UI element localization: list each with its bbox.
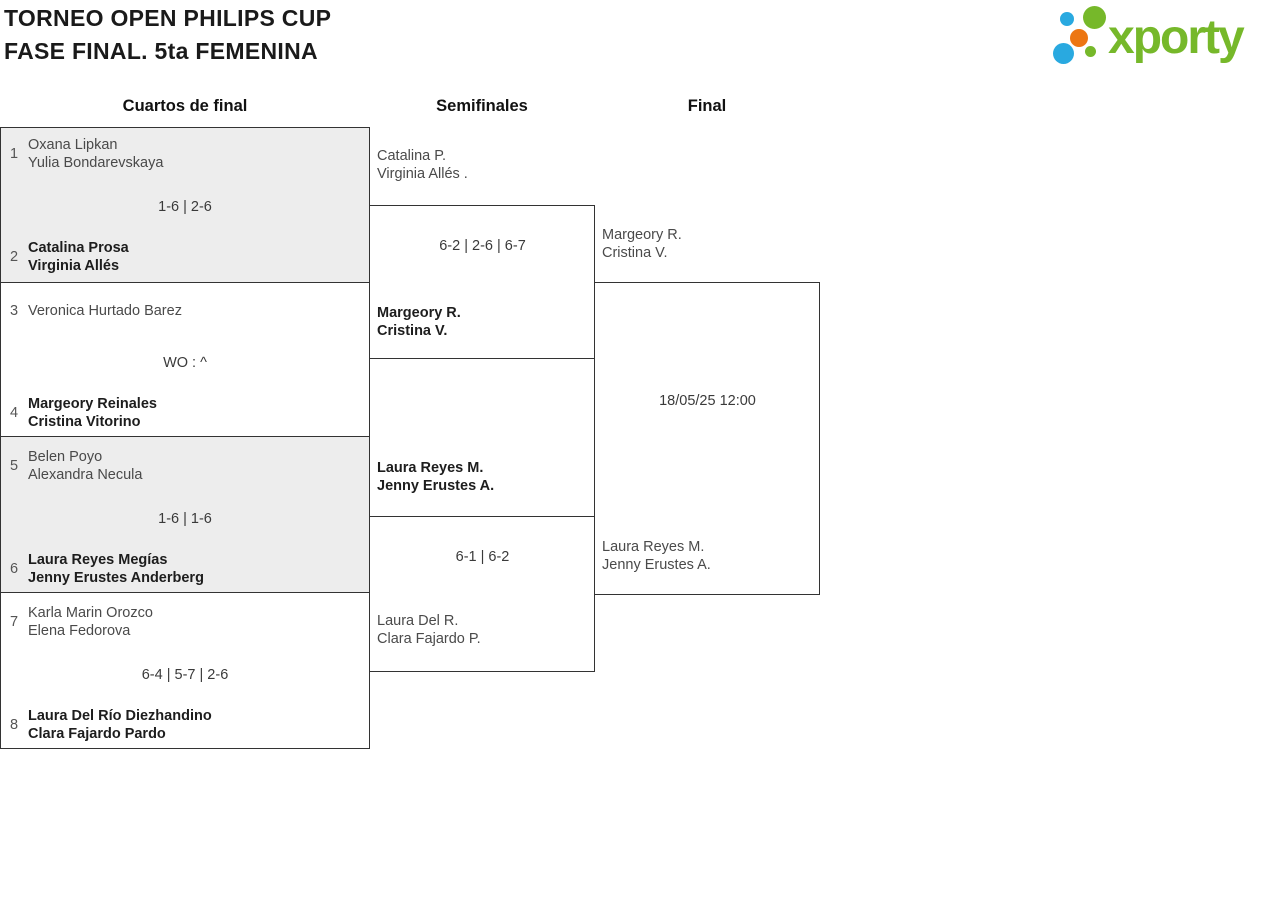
- phase-category: FASE FINAL. 5ta FEMENINA: [4, 38, 318, 64]
- team-slot-sf1-top: Catalina P. Virginia Allés .: [377, 147, 468, 183]
- team-names: Margeory Reinales Cristina Vitorino: [28, 395, 157, 431]
- team-names: Karla Marin Orozco Elena Fedorova: [28, 604, 153, 640]
- team-slot-final-bottom: Laura Reyes M. Jenny Erustes A.: [602, 538, 711, 574]
- player-name: Jenny Erustes Anderberg: [28, 570, 204, 586]
- player-name: Clara Fajardo P.: [377, 631, 481, 647]
- player-name: Alexandra Necula: [28, 467, 143, 483]
- seed-number: 1: [9, 146, 19, 162]
- match-schedule-final: 18/05/25 12:00: [659, 393, 756, 409]
- team-names: Oxana Lipkan Yulia Bondarevskaya: [28, 136, 163, 172]
- match-score-qf2: WO : ^: [163, 355, 207, 371]
- team-slot-qf1-top: 1 Oxana Lipkan Yulia Bondarevskaya: [7, 136, 163, 172]
- seed-number: 3: [9, 303, 19, 319]
- team-names: Laura Reyes Megías Jenny Erustes Anderbe…: [28, 551, 204, 587]
- team-names: Laura Del Río Diezhandino Clara Fajardo …: [28, 707, 212, 743]
- seed-number: 2: [9, 249, 19, 265]
- match-box-final: [593, 281, 820, 595]
- logo-dot-icon: [1070, 29, 1088, 47]
- team-slot-sf1-bottom: Margeory R. Cristina V.: [377, 304, 461, 340]
- logo-dot-icon: [1053, 43, 1074, 64]
- player-name: Margeory R.: [602, 227, 682, 243]
- player-name: Oxana Lipkan: [28, 137, 118, 153]
- player-name: Margeory R.: [377, 305, 461, 321]
- team-slot-qf3-bottom: 6 Laura Reyes Megías Jenny Erustes Ander…: [7, 551, 204, 587]
- player-name: Catalina P.: [377, 148, 447, 164]
- team-slot-final-top: Margeory R. Cristina V.: [602, 226, 682, 262]
- player-name: Veronica Hurtado Barez: [28, 303, 182, 319]
- team-slot-qf4-top: 7 Karla Marin Orozco Elena Fedorova: [7, 604, 153, 640]
- player-name: Laura Reyes Megías: [28, 552, 168, 568]
- player-name: Laura Reyes M.: [602, 539, 705, 555]
- player-name: Cristina Vitorino: [28, 414, 141, 430]
- player-name: Clara Fajardo Pardo: [28, 726, 166, 742]
- team-names: Laura Reyes M. Jenny Erustes A.: [602, 538, 711, 574]
- seed-number: 7: [9, 614, 19, 630]
- seed-number: 6: [9, 561, 19, 577]
- team-names: Laura Del R. Clara Fajardo P.: [377, 612, 481, 648]
- match-score-sf1: 6-2 | 2-6 | 6-7: [439, 238, 526, 254]
- team-slot-qf1-bottom: 2 Catalina Prosa Virginia Allés: [7, 239, 129, 275]
- round-header-semifinals: Semifinales: [436, 97, 528, 115]
- team-names: Margeory R. Cristina V.: [602, 226, 682, 262]
- xporty-logo[interactable]: xporty: [1040, 0, 1280, 80]
- team-slot-qf2-top: 3 Veronica Hurtado Barez: [7, 302, 182, 320]
- player-name: Jenny Erustes A.: [602, 557, 711, 573]
- logo-dot-icon: [1083, 6, 1106, 29]
- team-slot-qf2-bottom: 4 Margeory Reinales Cristina Vitorino: [7, 395, 157, 431]
- team-slot-sf2-bottom: Laura Del R. Clara Fajardo P.: [377, 612, 481, 648]
- team-names: Catalina P. Virginia Allés .: [377, 147, 468, 183]
- player-name: Virginia Allés .: [377, 166, 468, 182]
- player-name: Cristina V.: [602, 245, 668, 261]
- team-slot-sf2-top: Laura Reyes M. Jenny Erustes A.: [377, 459, 494, 495]
- match-score-qf1: 1-6 | 2-6: [158, 199, 212, 215]
- logo-dot-icon: [1085, 46, 1096, 57]
- team-names: Belen Poyo Alexandra Necula: [28, 448, 142, 484]
- round-header-final: Final: [687, 97, 727, 115]
- player-name: Jenny Erustes A.: [377, 478, 495, 494]
- team-names: Laura Reyes M. Jenny Erustes A.: [377, 459, 494, 495]
- match-score-qf4: 6-4 | 5-7 | 2-6: [141, 667, 229, 683]
- match-box-qf1: [0, 127, 370, 283]
- player-name: Catalina Prosa: [28, 240, 129, 256]
- team-names: Veronica Hurtado Barez: [28, 302, 182, 320]
- player-name: Virginia Allés: [28, 258, 120, 274]
- player-name: Margeory Reinales: [28, 396, 157, 412]
- match-box-qf2: [0, 281, 370, 438]
- match-score-qf3: 1-6 | 1-6: [158, 511, 212, 527]
- tournament-name: TORNEO OPEN PHILIPS CUP: [4, 5, 332, 31]
- player-name: Karla Marin Orozco: [28, 605, 153, 621]
- player-name: Laura Reyes M.: [377, 460, 484, 476]
- team-names: Catalina Prosa Virginia Allés: [28, 239, 129, 275]
- xporty-logo-text: xporty: [1108, 11, 1245, 64]
- page-title: TORNEO OPEN PHILIPS CUP FASE FINAL. 5ta …: [4, 2, 331, 68]
- player-name: Belen Poyo: [28, 449, 103, 465]
- seed-number: 8: [9, 717, 19, 733]
- team-slot-qf3-top: 5 Belen Poyo Alexandra Necula: [7, 448, 143, 484]
- logo-dot-icon: [1060, 12, 1074, 26]
- round-header-quarterfinals: Cuartos de final: [122, 97, 248, 115]
- match-score-sf2: 6-1 | 6-2: [455, 549, 510, 565]
- team-names: Margeory R. Cristina V.: [377, 304, 461, 340]
- match-box-qf4: [0, 591, 370, 749]
- player-name: Cristina V.: [377, 323, 448, 339]
- match-box-sf2: [368, 516, 595, 672]
- player-name: Laura Del R.: [377, 613, 459, 629]
- seed-number: 5: [9, 458, 19, 474]
- player-name: Laura Del Río Diezhandino: [28, 708, 212, 724]
- seed-number: 4: [9, 405, 19, 421]
- team-slot-qf4-bottom: 8 Laura Del Río Diezhandino Clara Fajard…: [7, 707, 212, 743]
- player-name: Elena Fedorova: [28, 623, 131, 639]
- player-name: Yulia Bondarevskaya: [28, 155, 164, 171]
